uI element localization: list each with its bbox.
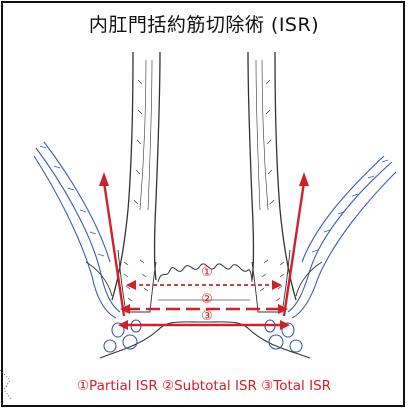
right-dissection-arrowhead [299,172,309,186]
right-internal-sphincter [252,250,290,312]
total-marker: ③ [201,309,213,324]
partial-marker: ① [201,265,213,280]
diagram-title: 内肛門括約筋切除術 (ISR) [0,10,408,37]
left-internal-sphincter [118,250,156,312]
diagram-caption: ①Partial ISR ②Subtotal ISR ③Total ISR [0,378,408,394]
left-levator-muscle [34,142,120,318]
left-dissection-arrowhead [99,172,109,186]
subtotal-marker: ② [201,292,213,307]
line-markers: ① ② ③ [201,265,213,324]
left-dissection-line [104,182,124,316]
